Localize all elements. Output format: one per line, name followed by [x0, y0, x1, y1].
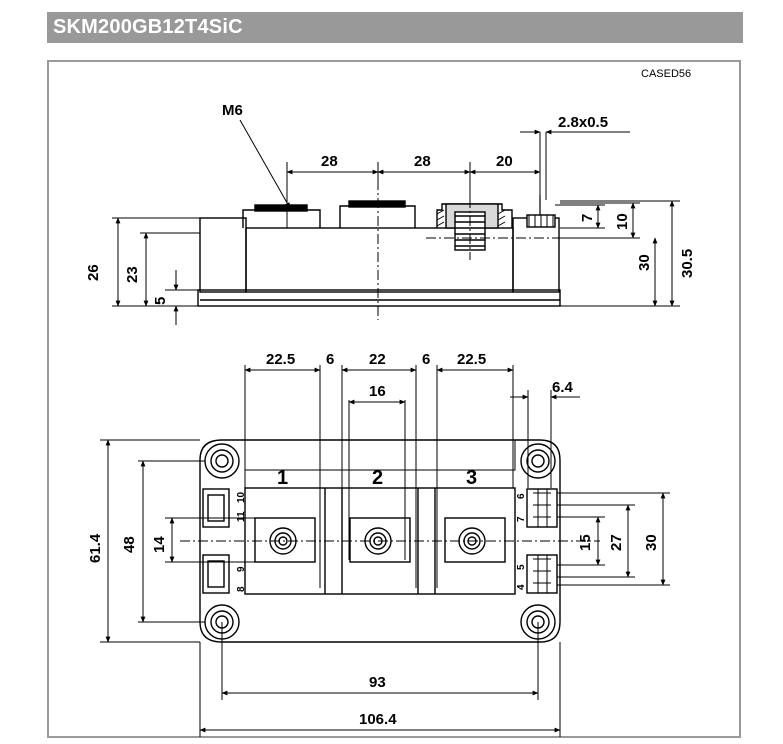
pin-label-8: 8 [236, 586, 247, 592]
dim-106-4: 106.4 [359, 711, 397, 728]
dim-height-7: 7 [579, 214, 596, 222]
dim-height-5: 5 [152, 297, 169, 305]
aux-pins-left-lower [202, 554, 230, 594]
housing-top [244, 487, 516, 595]
mounting-hole-tl [204, 443, 240, 479]
housing-end-left [199, 217, 247, 293]
case-code: CASED56 [641, 68, 691, 80]
aux-pins-right-upper [526, 488, 558, 528]
dim-6-left: 6 [326, 351, 334, 368]
terminal-label-2: 2 [372, 467, 383, 489]
terminal-pad-3 [444, 517, 506, 563]
pin-label-9: 9 [236, 566, 247, 572]
dim-93: 93 [369, 674, 386, 691]
title-bar: SKM200GB12T4SiC [47, 12, 743, 43]
dim-61-4: 61.4 [87, 533, 104, 563]
dim-48: 48 [121, 536, 138, 553]
dim-height-23: 23 [124, 266, 141, 283]
pin-label-5: 5 [516, 564, 527, 570]
housing-mid [245, 227, 514, 293]
pin-label-11: 11 [236, 511, 247, 522]
dim-height-26: 26 [85, 264, 102, 281]
dim-15: 15 [577, 534, 594, 551]
aux-pins-left-upper [202, 488, 230, 528]
dim-6-right: 6 [422, 351, 430, 368]
dim-22-5-right: 22.5 [457, 351, 486, 368]
dim-height-10: 10 [614, 213, 631, 230]
dim-30: 30 [643, 534, 660, 551]
dim-6-4: 6.4 [552, 379, 574, 396]
dim-height-30: 30 [636, 254, 653, 271]
top-view [100, 365, 670, 737]
mounting-hole-tr [520, 443, 556, 479]
datasheet-title: SKM200GB12T4SiC [53, 16, 243, 38]
dim-pitch-c: 20 [496, 153, 513, 170]
module-outline [199, 439, 561, 643]
terminal-label-3: 3 [466, 467, 477, 489]
dim-pitch-a: 28 [321, 153, 338, 170]
dim-pitch-b: 28 [414, 153, 431, 170]
terminal-label-1: 1 [277, 467, 288, 489]
pin-label-4: 4 [516, 584, 527, 590]
terminal-pad-2 [349, 517, 411, 563]
dim-tab-size: 2.8x0.5 [558, 114, 608, 131]
side-view [112, 119, 680, 325]
dim-22-5-left: 22.5 [266, 351, 295, 368]
thread-label: M6 [222, 102, 243, 119]
pin-label-6: 6 [516, 493, 527, 499]
dim-16: 16 [369, 383, 386, 400]
housing-end-right [512, 217, 560, 293]
terminal-pad-1 [254, 517, 316, 563]
baseplate [197, 289, 561, 307]
drawing-frame [47, 60, 741, 738]
aux-pins-right-lower [526, 554, 558, 594]
dim-14: 14 [151, 536, 168, 553]
dim-height-30-5: 30.5 [679, 249, 696, 278]
dim-22: 22 [369, 351, 386, 368]
dim-27: 27 [608, 534, 625, 551]
pin-label-7: 7 [516, 516, 527, 522]
pin-label-10: 10 [236, 491, 247, 503]
